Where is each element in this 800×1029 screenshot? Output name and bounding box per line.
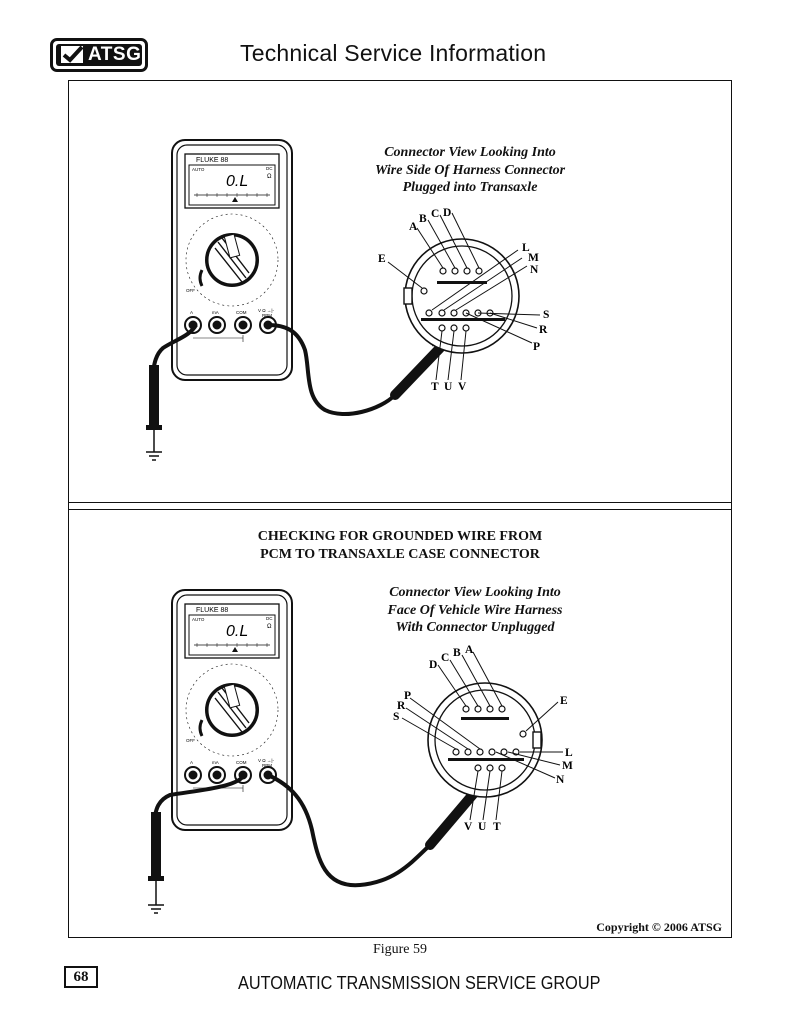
bottom-caption-line-3: With Connector Unplugged [395, 620, 555, 635]
bottom-black-probe [151, 812, 161, 878]
top-jack-ma-label: mA [212, 310, 219, 315]
top-pin-a: A [409, 221, 418, 233]
top-pin-l: L [522, 242, 530, 254]
bottom-caption-line-1: Connector View Looking Into [389, 585, 561, 600]
bottom-ground-symbol [148, 904, 164, 914]
bottom-pin-d: D [429, 659, 437, 671]
bottom-pin-s: S [393, 711, 399, 723]
top-pin-d: D [443, 207, 451, 219]
bottom-jack-ma-label: mA [212, 760, 219, 765]
bottom-caption-line-2: Face Of Vehicle Wire Harness [387, 602, 563, 618]
top-jack-a-label: A [190, 310, 193, 315]
bottom-jack-com-label: COM [236, 760, 247, 765]
bottom-panel-heading: CHECKING FOR GROUNDED WIRE FROM PCM TO T… [220, 528, 580, 564]
bottom-meter-dc: DC [266, 616, 273, 621]
bottom-jack-a-label: A [190, 760, 193, 765]
bottom-pin-r: R [397, 700, 406, 712]
bottom-connector [401, 651, 563, 821]
top-caption-line-3: Plugged into Transaxle [402, 180, 538, 195]
top-connector-caption: Connector View Looking Into Wire Side Of… [330, 144, 610, 197]
top-pin-c: C [431, 208, 439, 220]
top-pin-t: T [431, 381, 439, 393]
bottom-meter-ohm: Ω [267, 624, 272, 630]
bottom-pin-n: N [556, 774, 565, 786]
bottom-pin-m: M [562, 760, 573, 772]
top-multimeter: FLUKE 88 AUTO DC Ω 0.L OFF A mA COM V Ω … [170, 138, 294, 382]
top-pin-p: P [533, 341, 540, 353]
top-ground-symbol [146, 451, 162, 461]
bottom-pin-u: U [478, 821, 487, 833]
top-connector [387, 212, 541, 381]
top-meter-dc: DC [266, 166, 273, 171]
bottom-pin-t: T [493, 821, 501, 833]
top-pin-labels: A B C D E L M N S R P T U V [378, 207, 549, 393]
top-meter-model: FLUKE 88 [196, 157, 228, 164]
top-pin-e: E [378, 253, 386, 265]
top-pin-u: U [444, 381, 453, 393]
atsg-logo: ATSG [50, 38, 148, 72]
bottom-meter-reading: 0.L [226, 623, 248, 640]
top-meter-off: OFF [186, 288, 195, 293]
panel-divider [68, 502, 732, 510]
copyright-notice: Copyright © 2006 ATSG [596, 920, 722, 934]
bottom-pin-b: B [453, 647, 461, 659]
page-number: 68 [64, 966, 98, 988]
top-black-probe [149, 365, 159, 427]
bottom-pin-e: E [560, 695, 568, 707]
footer-text: AUTOMATIC TRANSMISSION SERVICE GROUP [238, 972, 601, 993]
top-pin-b: B [419, 213, 427, 225]
top-meter-reading: 0.L [226, 173, 248, 190]
bottom-meter-auto: AUTO [192, 617, 205, 622]
bottom-pin-v: V [464, 821, 473, 833]
logo-text: ATSG [88, 44, 142, 65]
checkmark-icon [61, 45, 84, 63]
top-pin-v: V [458, 381, 467, 393]
bottom-pin-labels: D C B A E P R S L M N V U T [393, 644, 573, 833]
heading-line-1: CHECKING FOR GROUNDED WIRE FROM [257, 529, 543, 544]
bottom-pin-p: P [404, 690, 411, 702]
bottom-pin-a: A [465, 644, 474, 656]
page-title: Technical Service Information [240, 40, 547, 66]
top-jack-com-label: COM [236, 310, 247, 315]
bottom-jack-rpm-label: RPM [262, 763, 272, 768]
bottom-jack-v-label: V Ω →|- [258, 758, 275, 763]
bottom-connector-caption: Connector View Looking Into Face Of Vehi… [340, 584, 610, 637]
top-pin-m: M [528, 252, 539, 264]
top-caption-line-2: Wire Side Of Harness Connector [374, 162, 566, 178]
figure-label: Figure 59 [372, 942, 428, 957]
bottom-pin-c: C [441, 652, 449, 664]
heading-line-2: PCM TO TRANSAXLE CASE CONNECTOR [260, 547, 540, 562]
top-caption-line-1: Connector View Looking Into [384, 145, 556, 160]
top-meter-auto: AUTO [192, 167, 205, 172]
top-pin-n: N [530, 264, 539, 276]
bottom-meter-off: OFF [186, 738, 195, 743]
top-pin-r: R [539, 324, 548, 336]
top-meter-ohm: Ω [267, 174, 272, 180]
bottom-meter-model: FLUKE 88 [196, 607, 228, 614]
bottom-pin-l: L [565, 747, 573, 759]
top-pin-s: S [543, 309, 549, 321]
bottom-multimeter: FLUKE 88 AUTO DC Ω 0.L OFF A mA COM V Ω … [170, 588, 294, 832]
top-jack-v-label: V Ω →|- [258, 308, 275, 313]
top-jack-rpm-label: RPM [262, 313, 272, 318]
